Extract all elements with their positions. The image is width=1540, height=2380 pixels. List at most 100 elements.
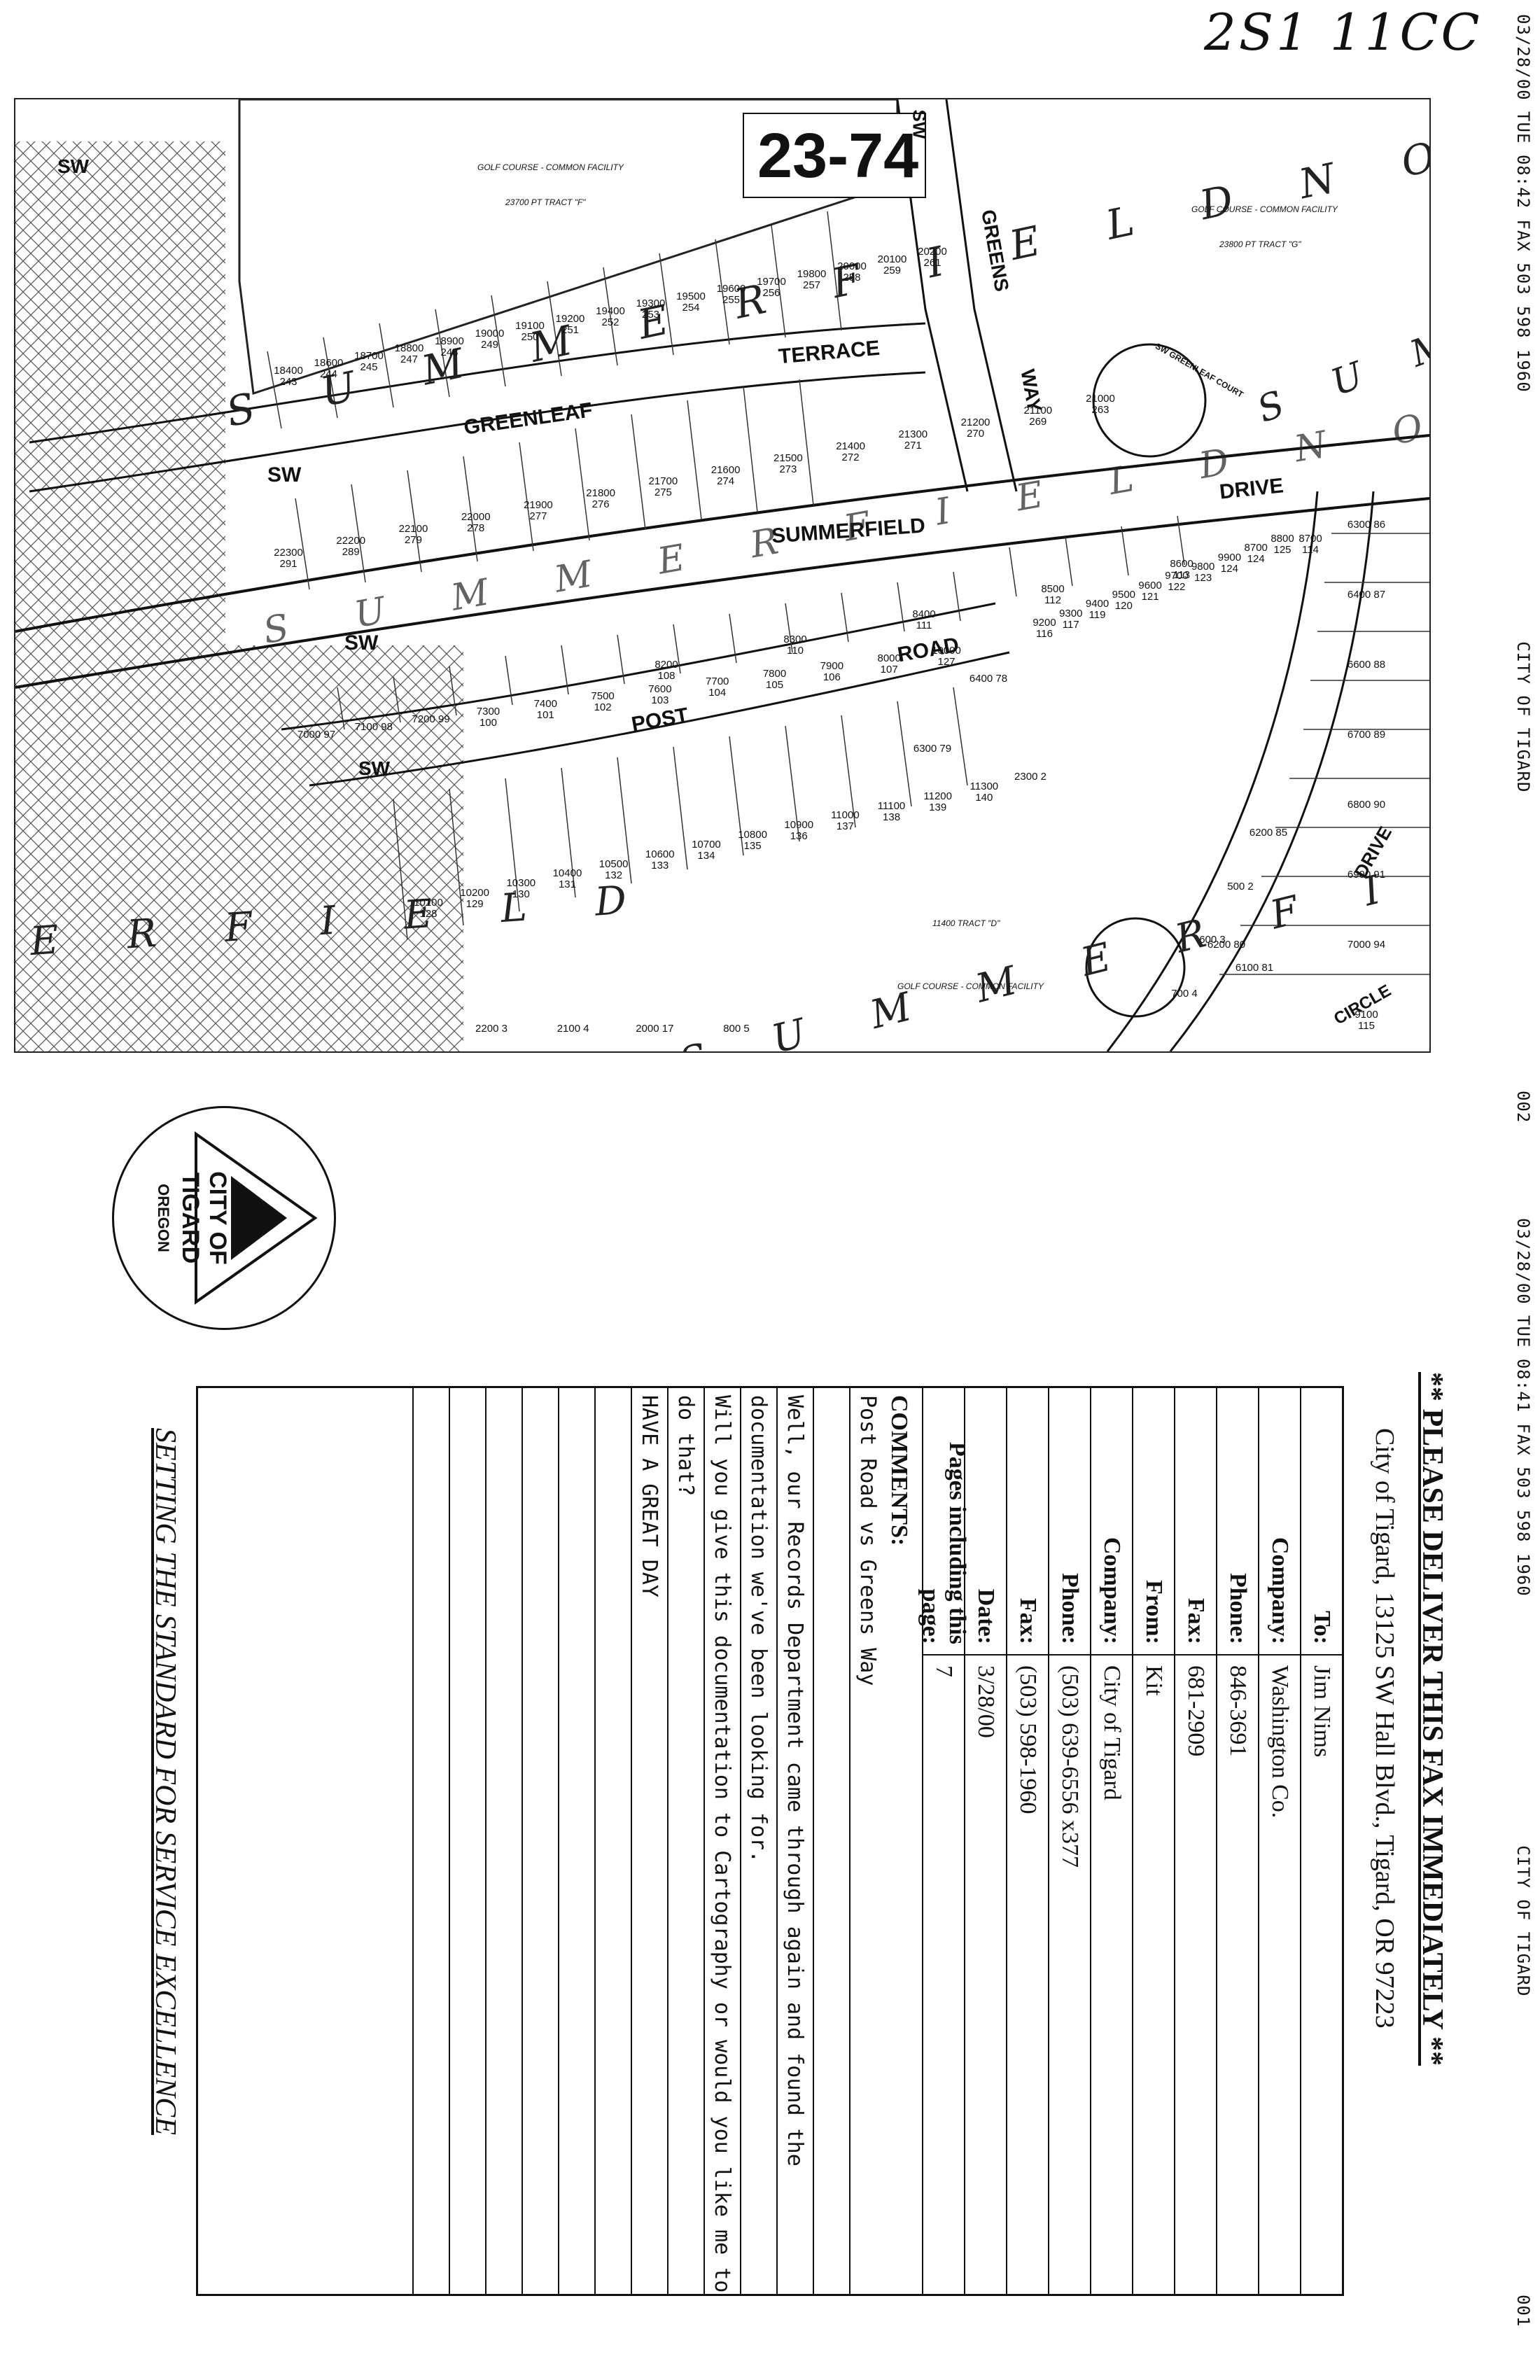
lot-number: 22300 291 (274, 547, 303, 570)
form-label: To: (1309, 1611, 1335, 1644)
lot-number: 18600 244 (314, 357, 344, 381)
lot-number: 7900 106 (820, 659, 844, 683)
lot-number: 19000 249 (475, 327, 505, 351)
form-value: (503) 639-6556 x377 (1049, 1654, 1090, 2294)
lot-number: 7200 99 (412, 713, 450, 726)
lot-number: 21000 263 (1086, 393, 1115, 416)
fax-header-page2: 03/28/00 TUE 08:42 FAX 503 598 1960 CITY… (1513, 14, 1533, 1165)
form-label: Company: (1099, 1536, 1125, 1644)
lot-number: 9400 119 (1085, 598, 1110, 622)
form-label: Fax: (1183, 1597, 1209, 1644)
form-value: Jim Nims (1301, 1654, 1342, 2294)
lot-number: 19100 250 (515, 320, 545, 344)
lot-number: 2300 2 (1014, 771, 1046, 783)
lot-number: 21900 277 (524, 499, 553, 523)
lot-number: 19600 255 (716, 283, 746, 307)
form-label: Phone: (1225, 1573, 1251, 1644)
lot-number: 18800 247 (394, 342, 424, 366)
lot-number: 20100 259 (877, 253, 907, 276)
fax-cover-sheet: ** PLEASE DELIVER THIS FAX IMMEDIATELY *… (14, 1092, 1448, 2324)
map-linework (15, 99, 1429, 1051)
lot-number: 800 5 (723, 1023, 750, 1035)
form-value: Washington Co. (1259, 1654, 1300, 2294)
form-label: Phone: (1057, 1573, 1083, 1644)
street-label: SW (909, 109, 930, 139)
lot-number: 7500 102 (591, 690, 615, 714)
post-road (281, 602, 996, 731)
form-value: 846-3691 (1217, 1654, 1258, 2294)
map-id: 23-74 (757, 121, 919, 191)
lot-number: 10400 131 (552, 867, 582, 891)
greenleaf-terrace (29, 322, 926, 444)
lot-number: 700 4 (1171, 988, 1198, 1000)
form-row: Phone: (503) 639-6556 x377 (1048, 1388, 1090, 2294)
lot-number: 9900 124 (1217, 551, 1242, 575)
map-note: 23800 PT TRACT "G" (1219, 239, 1301, 249)
form-label: From: (1141, 1580, 1167, 1644)
greenleaf-court-culdesac (1092, 343, 1207, 458)
comment-line (594, 1388, 631, 2294)
lot-number: 19200 251 (555, 312, 585, 336)
comment-line: Will you give this documentation to Cart… (704, 1388, 740, 2294)
map-note: 11400 TRACT "D" (932, 918, 1000, 928)
lot-number: 8300 110 (783, 634, 807, 657)
deliver-notice: ** PLEASE DELIVER THIS FAX IMMEDIATELY *… (1416, 1372, 1448, 2066)
lot-number: 7800 105 (762, 667, 787, 691)
fax-header-page1: 03/28/00 TUE 08:41 FAX 503 598 1960 CITY… (1513, 1218, 1533, 2369)
form-row: Pages including this page:7 (918, 1388, 970, 2294)
lot-number: 19500 254 (676, 290, 706, 314)
lot-number: 21500 273 (773, 451, 803, 475)
map-id-box (743, 113, 926, 198)
lot-number: 9600 121 (1138, 579, 1162, 603)
tax-lot-map: 23-74 SW GREENLEAF TERRACE SW GREENS WAY… (14, 98, 1431, 1053)
form-row: From:Kit (1132, 1388, 1174, 2294)
lot-number: 6900 91 (1347, 869, 1386, 881)
lot-number: 10100 128 (414, 897, 443, 920)
lot-number: 7700 104 (706, 675, 729, 699)
lot-number: 6200 85 (1249, 827, 1288, 839)
lot-number: 10800 135 (738, 829, 767, 853)
lot-number: 8600 113 (1170, 558, 1194, 581)
lot-number: 8700 124 (1244, 542, 1268, 566)
form-row: To: Jim Nims (1300, 1388, 1342, 2294)
map-note: GOLF COURSE - COMMON FACILITY (1191, 204, 1338, 214)
lot-number: 21700 275 (648, 475, 678, 499)
form-value: 3/28/00 (965, 1654, 1006, 2294)
lot-number: 10300 130 (506, 877, 536, 901)
lot-number: 6700 89 (1347, 729, 1386, 741)
form-row: Phone: 846-3691 (1216, 1388, 1258, 2294)
lot-number: 7000 94 (1347, 939, 1386, 951)
comment-line: Well, our Records Department came throug… (776, 1388, 813, 2294)
comment-line: Post Road vs Greens Way (849, 1388, 886, 2294)
lot-number: 7400 101 (533, 698, 557, 722)
hatched-area-west (15, 141, 463, 1051)
comment-line: HAVE A GREAT DAY (631, 1388, 667, 2294)
form-row: Date:3/28/00 (964, 1388, 1006, 2294)
lot-number: 9300 117 (1059, 607, 1083, 631)
street-label: SW (267, 463, 302, 486)
lot-number: 19800 257 (797, 267, 827, 291)
fax-datetime: 03/28/00 TUE 08:42 FAX 503 598 1960 (1513, 14, 1533, 393)
lot-number: 8200 108 (654, 659, 678, 682)
lot-number: 7000 97 (297, 729, 336, 741)
lot-number: 8000 107 (877, 652, 901, 676)
lot-number: 6200 80 (1207, 939, 1246, 951)
lot-number: 18900 248 (435, 335, 464, 358)
map-note: 23700 PT TRACT "F" (505, 197, 586, 207)
comment-line: documentation we've been looking for. (740, 1388, 776, 2294)
lot-number: 6300 86 (1347, 519, 1386, 531)
form-row: Company: Washington Co. (1258, 1388, 1300, 2294)
logo-triangle-icon (195, 1131, 318, 1305)
fax-sender: CITY OF TIGARD (1513, 1845, 1533, 1997)
form-label: Fax: (1015, 1597, 1041, 1644)
comment-line (558, 1388, 594, 2294)
map-note: GOLF COURSE - COMMON FACILITY (477, 162, 624, 172)
form-label: Company: (1267, 1536, 1293, 1644)
comment-line (449, 1388, 485, 2294)
lot-number: 20200 261 (918, 246, 947, 269)
lot-number: 11300 140 (969, 780, 999, 804)
city-slogan: SETTING THE STANDARD FOR SERVICE EXCELLE… (149, 1428, 181, 2135)
street-label: SW (57, 155, 90, 177)
lot-number: 7600 103 (648, 682, 672, 706)
form-row: Fax:(503) 598-1960 (1006, 1388, 1048, 2294)
